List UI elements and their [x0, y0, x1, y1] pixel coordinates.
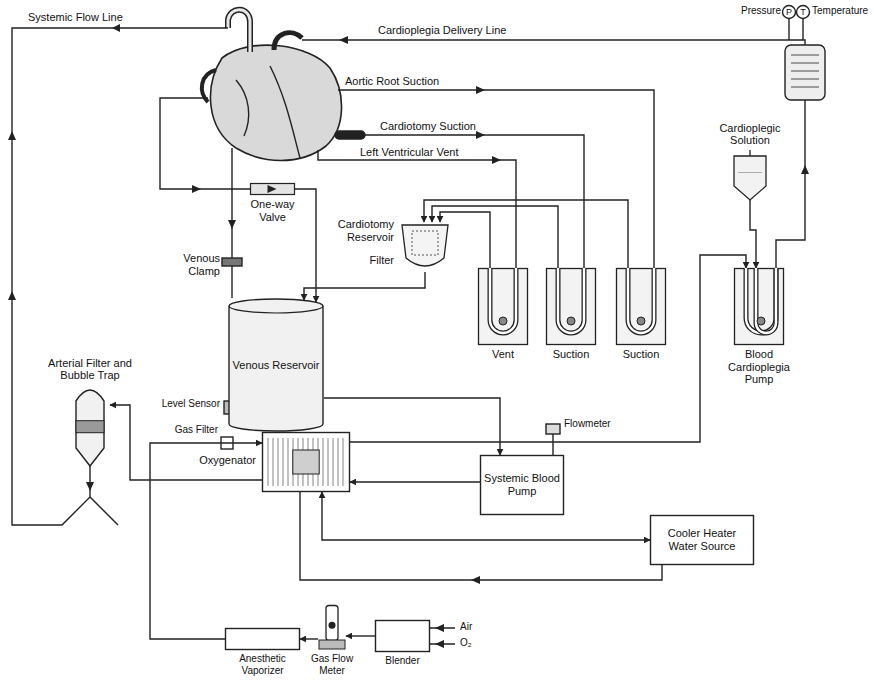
part-label: Filter — [354, 254, 394, 267]
valve-outline — [250, 183, 295, 195]
part-label: Aortic Root Suction — [345, 75, 465, 88]
oxy-outline — [262, 432, 350, 492]
part-label: Cardiotomy Suction — [380, 120, 490, 133]
left-ventricular-vent-line — [318, 150, 516, 268]
gas-flow-meter: Gas Flow Meter — [318, 605, 346, 650]
part-label: Suction — [611, 348, 671, 361]
bag-outline — [730, 150, 770, 200]
box-label: Cooler Heater Water Source — [654, 527, 750, 552]
part-label: Pressure — [733, 5, 781, 17]
roller-pump: Blood Cardioplegia Pump — [734, 268, 784, 345]
venous-clamp — [222, 258, 242, 266]
flow-arrows — [8, 24, 809, 648]
box-outline — [225, 628, 300, 650]
tubing-line — [750, 200, 756, 268]
roller-pump: Suction — [616, 268, 666, 345]
part-label: Arterial Filter and Bubble Trap — [48, 357, 132, 382]
roller-pump: Suction — [546, 268, 596, 345]
pump-outline — [616, 268, 666, 345]
part-label: Gas Flow Meter — [304, 653, 360, 676]
systemic-flow-line — [12, 28, 228, 525]
roller-pump: Vent — [478, 268, 528, 345]
part-label: Vent — [473, 348, 533, 361]
part-label: Level Sensor — [150, 398, 220, 410]
tubing-line — [324, 398, 500, 455]
part-label: Systemic Flow Line — [28, 11, 138, 24]
cres-outline — [400, 222, 450, 272]
aorta-lumen — [228, 10, 250, 52]
part-label: Gas Filter — [160, 424, 218, 436]
vaporizer-box: Anesthetic Vaporizer — [225, 628, 300, 650]
exchanger-coil — [791, 55, 819, 87]
tubing-line — [440, 212, 490, 268]
pump-outline — [546, 268, 596, 345]
part-label: Anesthetic Vaporizer — [225, 653, 301, 676]
tubing-line — [346, 635, 375, 636]
pump2-outline — [734, 268, 784, 345]
venous-reservoir: Venous Reservoir — [228, 298, 324, 432]
temperature-gauge — [797, 6, 810, 19]
tubing-line — [350, 481, 480, 482]
oxygenator: Oxygenator — [262, 432, 350, 492]
tubing-line — [350, 255, 746, 442]
part-label: Cardioplegia Delivery Line — [378, 24, 538, 37]
tubing-line — [150, 443, 262, 639]
box-outline — [375, 620, 430, 652]
suction-wand — [335, 131, 365, 139]
gauge-letter: P — [783, 5, 795, 19]
flowmeter-probe — [546, 424, 560, 434]
part-label: Cardiotomy Reservoir — [320, 218, 394, 243]
solution-bag: Cardioplegic Solution — [730, 150, 770, 200]
tubing-line — [432, 206, 558, 268]
gauge-letter: T — [797, 5, 809, 19]
part-label: Blood Cardioplegia Pump — [723, 348, 795, 386]
afilter-outline — [70, 385, 110, 470]
heart-septum — [270, 66, 300, 158]
flowmeter-lead — [552, 434, 553, 455]
blender-box: Blender — [375, 620, 430, 652]
cardioplegia-heat-exchanger — [785, 45, 825, 100]
part-label: Temperature — [812, 5, 872, 17]
valve-inlet-line — [160, 98, 250, 189]
pulmonary-artery — [274, 33, 302, 50]
tubing-line — [295, 189, 316, 302]
part-label: Suction — [541, 348, 601, 361]
tubing-line — [300, 638, 318, 639]
part-label: Left Ventricular Vent — [360, 146, 485, 159]
aorta — [228, 10, 250, 52]
part-label: Oxygenator — [190, 454, 256, 467]
vena-cava — [202, 70, 216, 102]
meter-outline — [318, 605, 346, 650]
heart-detail — [236, 80, 249, 136]
tubing-line — [424, 200, 628, 268]
gauge-stem — [789, 19, 803, 41]
box-label: Venous Reservoir — [233, 359, 320, 372]
pressure-gauge — [783, 6, 796, 19]
heart — [210, 45, 341, 160]
filter-purge-line — [90, 497, 118, 525]
process-box: Cooler Heater Water Source — [650, 515, 754, 565]
part-label: Air — [460, 621, 490, 633]
part-label: O₂ — [460, 637, 490, 649]
part-label: Venous Clamp — [176, 252, 220, 277]
cardiotomy-reservoir: Cardiotomy ReservoirFilter — [400, 222, 450, 272]
part-label: Blender — [373, 655, 433, 667]
process-box: Systemic Blood Pump — [480, 455, 564, 515]
cardioplegia-delivery-line — [302, 40, 805, 45]
tubing-line — [304, 272, 425, 300]
arterial-filter: Arterial Filter and Bubble Trap — [70, 385, 110, 470]
one-way-valve: One-way Valve — [250, 183, 295, 195]
part-label: One-way Valve — [248, 198, 298, 223]
box-label: Systemic Blood Pump — [484, 472, 560, 497]
pump-outline — [478, 268, 528, 345]
part-label: Cardioplegic Solution — [708, 122, 792, 147]
part-label: Flowmeter — [564, 418, 624, 430]
